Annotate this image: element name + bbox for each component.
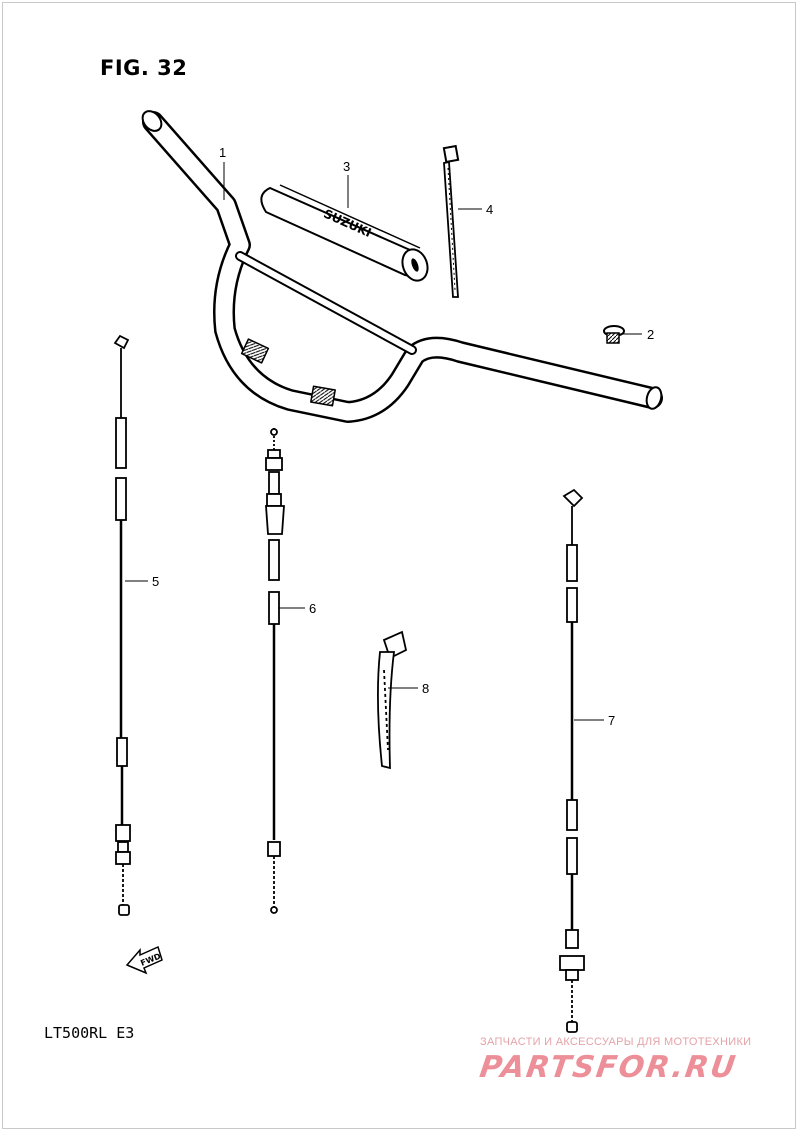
callout-numbers: 1 2 3 4 5 6 7 8 [152, 145, 654, 728]
leader-lines [125, 162, 642, 721]
cable-part-7 [559, 488, 585, 1033]
cable-part-6 [265, 428, 285, 914]
callout-1: 1 [219, 145, 226, 160]
cable-tie [442, 144, 460, 298]
callout-3: 3 [343, 159, 350, 174]
callout-5: 5 [152, 574, 159, 589]
watermark: ЗАПЧАСТИ И АКСЕССУАРЫ ДЛЯ МОТОТЕХНИКИ PA… [477, 1036, 790, 1096]
lever-guide-part-8 [377, 630, 408, 770]
callout-8: 8 [422, 681, 429, 696]
callout-7: 7 [608, 713, 615, 728]
callout-2: 2 [647, 327, 654, 342]
watermark-brand: PARTSFOR.RU [477, 1050, 740, 1085]
callout-4: 4 [486, 202, 493, 217]
fwd-arrow-icon: FWD [125, 945, 163, 975]
model-label: LT500RL E3 [44, 1024, 135, 1042]
handlebar [141, 110, 663, 423]
cable-part-5 [113, 334, 131, 916]
callout-6: 6 [309, 601, 316, 616]
handlebar-pad: SUZUKI [260, 184, 429, 282]
watermark-tagline: ЗАПЧАСТИ И АКСЕССУАРЫ ДЛЯ МОТОТЕХНИКИ [480, 1036, 752, 1048]
figure-title: FIG. 32 [100, 56, 188, 80]
